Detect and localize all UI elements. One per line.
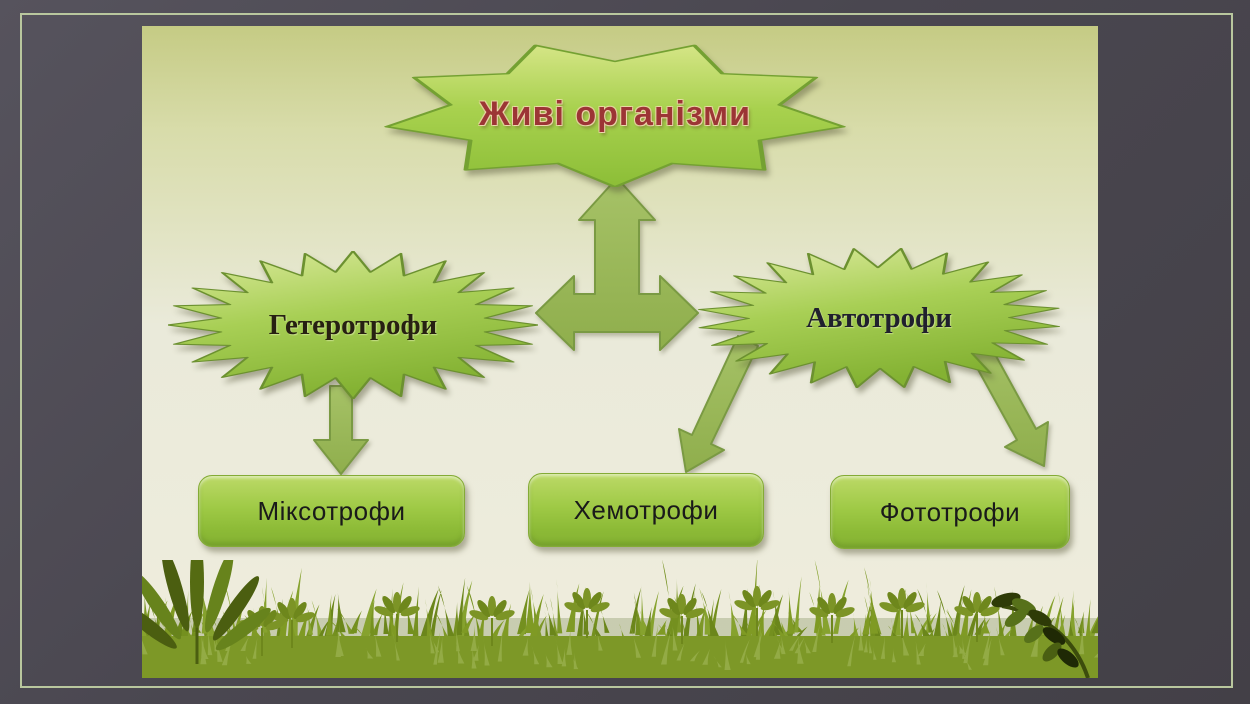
heterotrophs-down-arrow [313,385,369,475]
left-plant-decoration [142,560,271,664]
grass-turf [142,636,1098,678]
grass-silhouette [142,560,1098,678]
root-node-star-shape [384,44,846,187]
chemotrophs-label: Хемотрофи [573,494,719,525]
mixotrophs-label: Міксотрофи [257,495,406,526]
phototrophs-box: Фототрофи [830,475,1070,549]
presentation-slide: Живі організми Гетеротрофи [142,26,1098,678]
phototrophs-label: Фототрофи [879,496,1021,527]
autotrophs-burst-shape [698,248,1060,388]
three-way-arrow-connector [535,177,699,351]
mixotrophs-box: Міксотрофи [198,475,465,547]
heterotrophs-burst-shape [168,251,538,399]
right-branch-decoration [991,592,1090,678]
autotrophs-left-arrow [678,335,759,473]
chemotrophs-box: Хемотрофи [528,473,764,547]
